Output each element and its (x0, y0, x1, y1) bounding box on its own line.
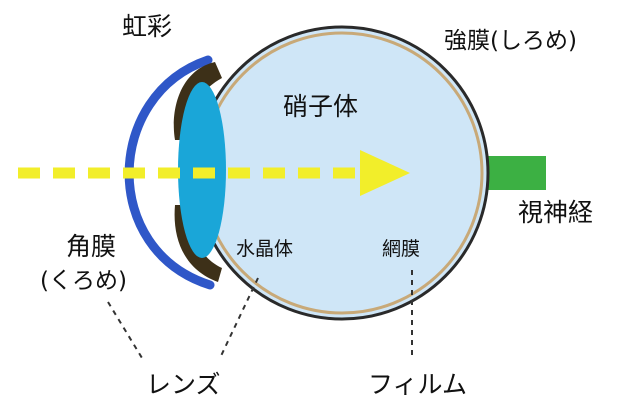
light-ray-arrowhead (360, 150, 410, 196)
leader-line-lens (219, 277, 259, 359)
label-cornea-sub: (くろめ) (40, 268, 127, 294)
label-lens: 水晶体 (236, 238, 294, 260)
label-vitreous: 硝子体 (283, 92, 359, 121)
optic-nerve (484, 156, 546, 190)
label-retina: 網膜 (382, 238, 421, 260)
label-film-analogy: フィルム (368, 370, 468, 399)
label-iris: 虹彩 (122, 12, 173, 41)
label-lens-analogy: レンズ (146, 370, 221, 399)
label-cornea: 角膜 (66, 232, 117, 261)
leader-line-cornea (107, 301, 143, 359)
label-sclera: 強膜(しろめ) (444, 28, 577, 54)
label-optic-nerve: 視神経 (518, 198, 594, 227)
